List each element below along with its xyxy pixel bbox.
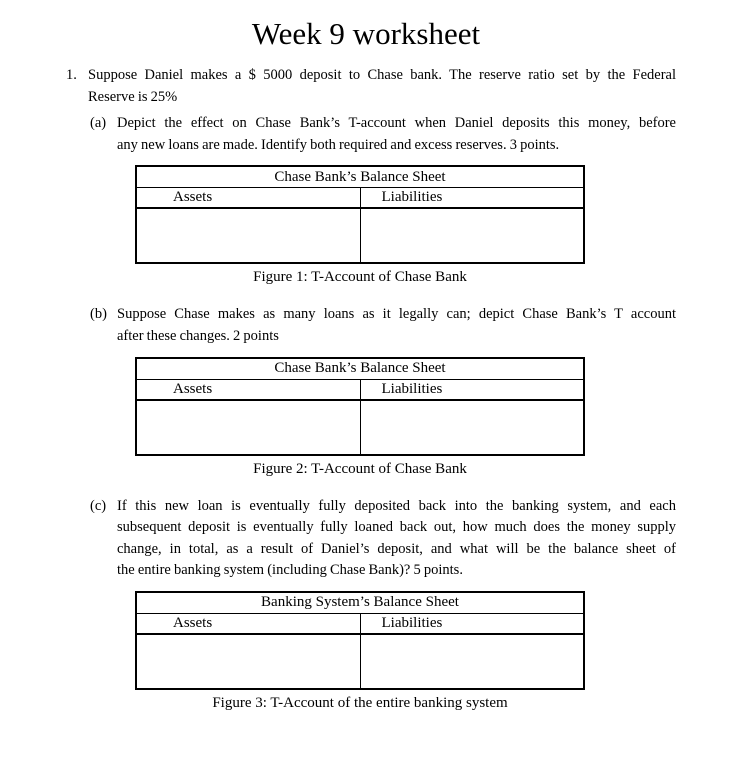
part-c-text-line: subsequent deposit is eventually fully l… [117,519,676,536]
figure-1: Chase Bank’s Balance Sheet Assets Liabil… [135,165,585,288]
table-3-liabilities-header: Liabilities [360,613,584,635]
part-c-label: (c) [90,497,107,514]
part-b-body: Suppose Chase makes as many loans as it … [117,304,676,479]
part-c-text-line: If this new loan is eventually fully dep… [117,497,676,514]
balance-sheet-table-2: Chase Bank’s Balance Sheet Assets Liabil… [135,356,585,456]
balance-sheet-table-3: Banking System’s Balance Sheet Assets Li… [135,590,585,690]
problem-intro-line: Reserve is 25% [88,88,178,105]
table-1-title: Chase Bank’s Balance Sheet [136,166,584,189]
figure-3: Banking System’s Balance Sheet Assets Li… [135,590,585,714]
table-1-liabilities-header: Liabilities [360,187,584,210]
table-1-assets-header: Assets [136,187,361,210]
table-1-assets-entry-area [136,208,361,264]
part-c-text-line: the entire banking system (including Cha… [117,562,463,579]
page-title: Week 9 worksheet [251,16,481,51]
table-2-liabilities-header: Liabilities [360,379,584,401]
figure-3-caption: Figure 3: T-Account of the entire bankin… [212,694,508,711]
part-b-text-line: Suppose Chase makes as many loans as it … [117,306,676,323]
balance-sheet-table-1: Chase Bank’s Balance Sheet Assets Liabil… [135,165,585,265]
problem-intro-line: Suppose Daniel makes a $ 5000 deposit to… [88,67,676,83]
part-c: (c) If this new loan is eventually fully… [90,496,676,714]
part-a-text-line: Depict the effect on Chase Bank’s T-acco… [117,115,676,132]
table-3-title: Banking System’s Balance Sheet [136,591,584,614]
table-3-liabilities-entry-area [360,634,584,689]
table-3-assets-entry-area [136,633,361,689]
part-a-text-line: any new loans are made. Identify both re… [117,136,560,153]
worksheet-content: 1. Suppose Daniel makes a $ 5000 deposit… [66,65,676,714]
table-3-assets-header: Assets [136,613,361,635]
part-a-body: Depict the effect on Chase Bank’s T-acco… [117,113,676,288]
part-b-label: (b) [90,306,107,323]
figure-2-caption: Figure 2: T-Account of Chase Bank [253,460,467,477]
part-a: (a) Depict the effect on Chase Bank’s T-… [90,113,676,288]
figure-2: Chase Bank’s Balance Sheet Assets Liabil… [135,356,585,480]
problem-number: 1. [66,67,77,83]
problem-parts: (a) Depict the effect on Chase Bank’s T-… [90,113,676,714]
table-2-assets-entry-area [136,399,361,455]
part-b-text-line: after these changes. 2 points [117,327,279,344]
problem-1: 1. Suppose Daniel makes a $ 5000 deposit… [66,65,676,108]
part-c-text-line: change, in total, as a result of Daniel’… [117,540,676,557]
figure-1-caption: Figure 1: T-Account of Chase Bank [253,269,467,286]
table-2-title: Chase Bank’s Balance Sheet [136,357,584,380]
problem-intro: Suppose Daniel makes a $ 5000 deposit to… [88,65,676,108]
part-a-label: (a) [90,115,107,132]
table-2-assets-header: Assets [136,379,361,401]
table-1-liabilities-entry-area [360,208,584,263]
table-2-liabilities-entry-area [360,400,584,455]
part-c-body: If this new loan is eventually fully dep… [117,496,676,714]
part-b: (b) Suppose Chase makes as many loans as… [90,304,676,479]
